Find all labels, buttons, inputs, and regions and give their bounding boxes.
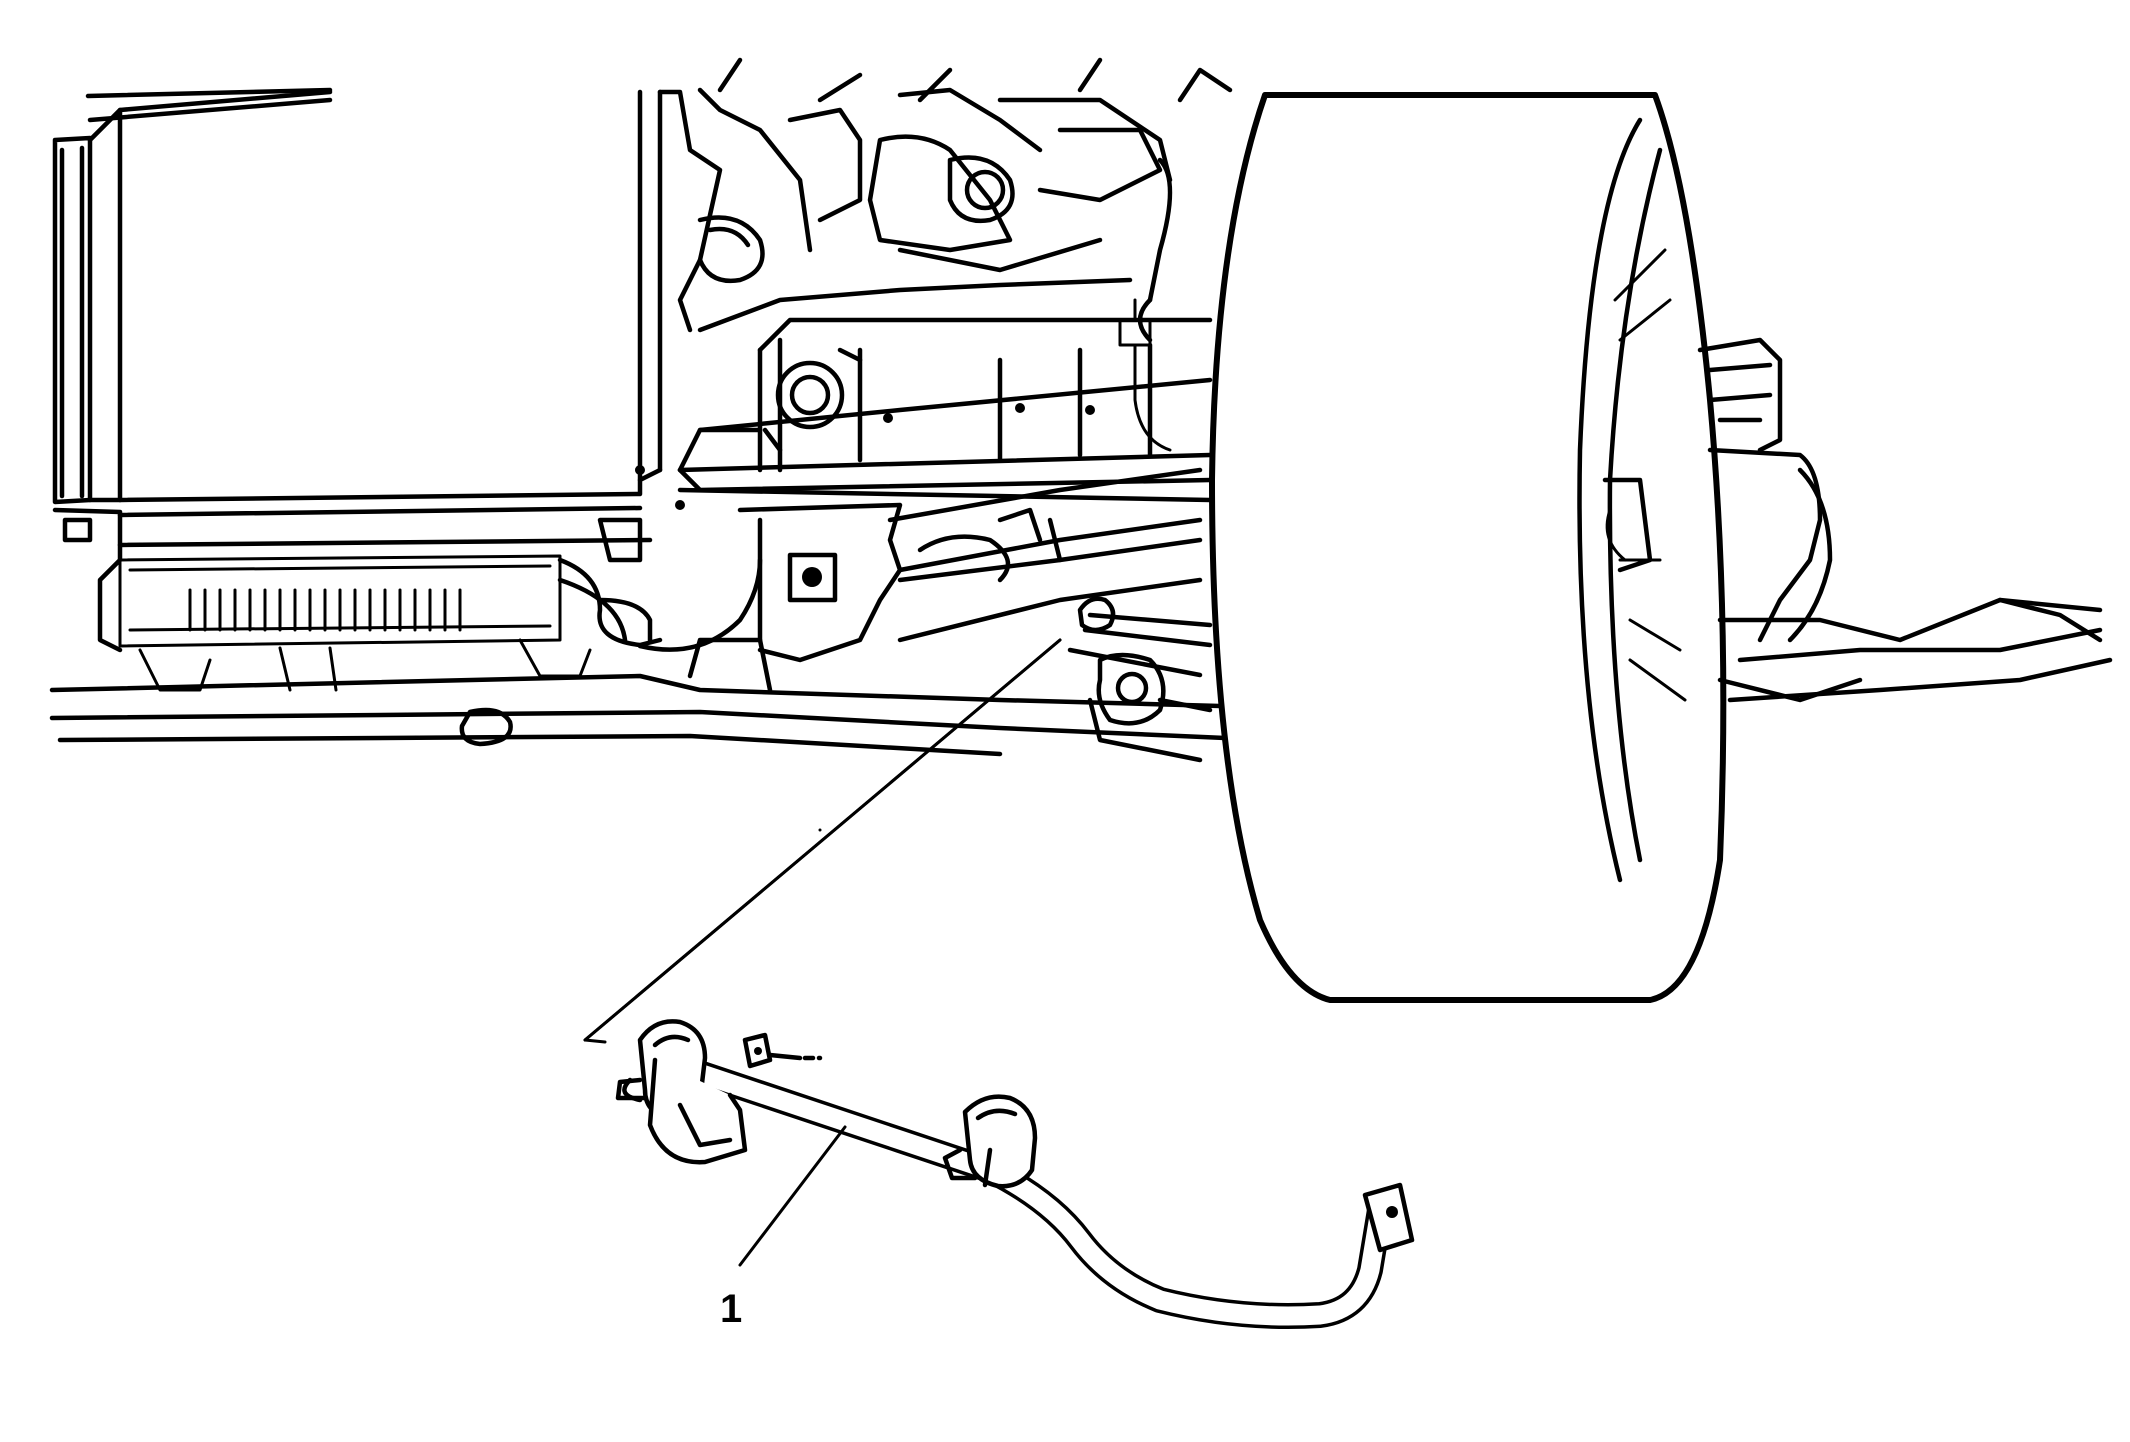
stabilizer-bushing-left [615,1019,748,1165]
core-fins [188,588,462,632]
stabilizer-bushing-left-clamp [742,1032,823,1069]
front-wheel-tire [1209,92,1727,1003]
callout-1-leader [738,1125,847,1267]
callout-1-number: 1 [720,1287,742,1331]
stabilizer-bushing-right [942,1094,1038,1189]
stabilizer-link-mount [1067,596,1213,678]
radiator-lower-core [118,554,592,692]
fender-splash-shield [1697,337,2113,703]
engine-block [657,57,1233,343]
stabilizer-shaft [644,1049,1415,1329]
engine-harness-connector [1118,298,1172,452]
subframe-center-section [737,467,1203,663]
crossmember-fasteners [635,403,1095,510]
front-crossmember [677,317,1213,503]
lower-control-arm [897,537,1213,763]
radiator-assembly [52,87,663,653]
callout-1: 1 [720,1125,847,1331]
crossmember-mount-bushing [762,347,863,453]
detail-projection-lines [583,638,1062,1044]
frame-rail-lower [49,637,1228,757]
